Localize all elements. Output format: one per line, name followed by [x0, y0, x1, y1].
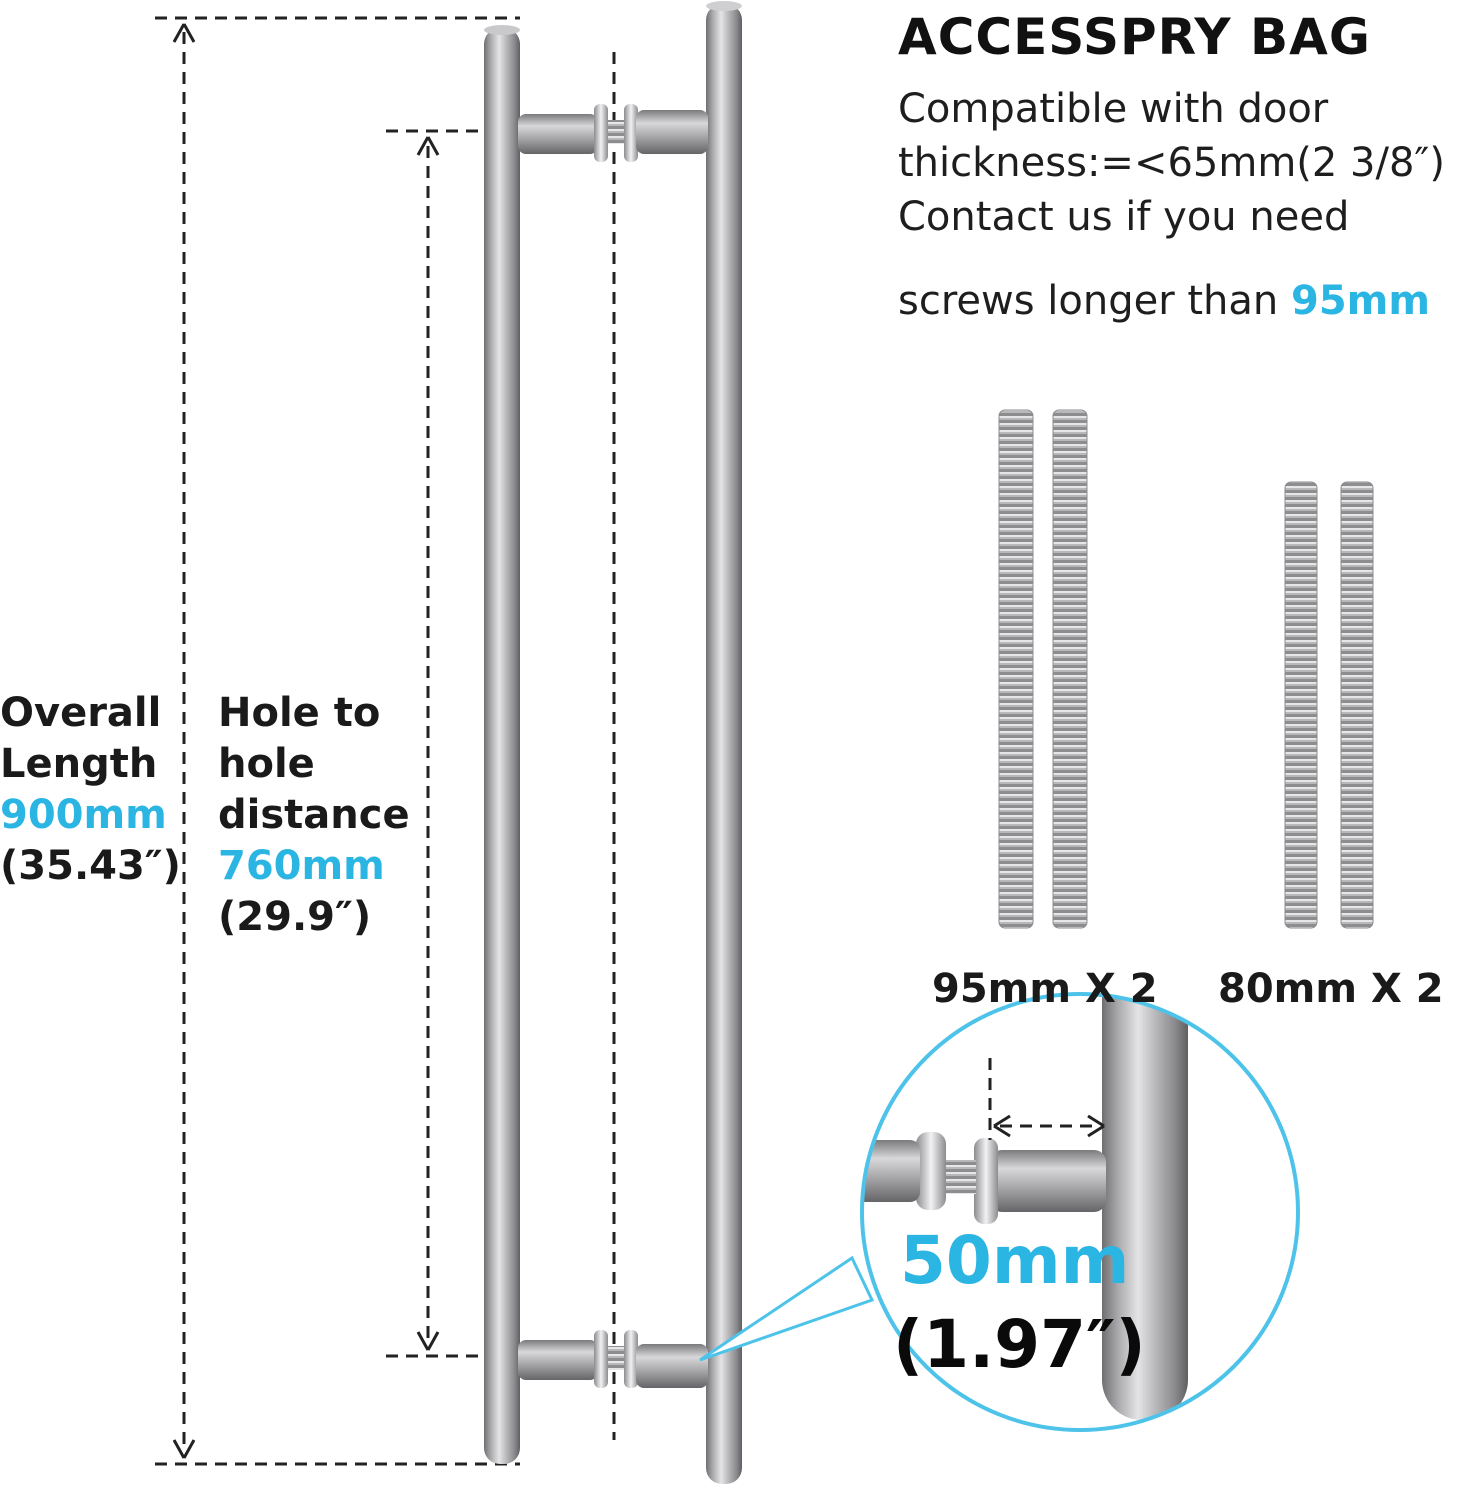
- screw-80mm-a: [1284, 481, 1318, 929]
- screw-95mm-label: 95mm X 2: [932, 966, 1158, 1012]
- hole-label-line-2: hole: [218, 741, 315, 787]
- handle-bar-left: [484, 25, 520, 1464]
- overall-length-dimension: [155, 16, 520, 1466]
- compatibility-line-1: Compatible with door: [898, 86, 1329, 132]
- standoff-length-inch: (1.97″): [893, 1306, 1146, 1383]
- zoom-callout: [699, 992, 1300, 1432]
- hole-distance-inch: (29.9″): [218, 894, 372, 940]
- hole-to-hole-label: Hole to hole distance 760mm (29.9″): [218, 688, 410, 943]
- hole-distance-mm: 760mm: [218, 843, 385, 889]
- contact-line-2-prefix: screws longer than: [898, 278, 1291, 324]
- standoff-bottom: [518, 1330, 708, 1388]
- overall-length-label: Overall Length 900mm (35.43″): [0, 688, 181, 892]
- handle-bar-right: [706, 1, 742, 1484]
- standoff-top: [518, 104, 708, 162]
- contact-line-1: Contact us if you need: [898, 194, 1350, 240]
- overall-length-mm: 900mm: [0, 792, 167, 838]
- standoff-length-mm: 50mm: [900, 1222, 1130, 1299]
- overall-label-line-2: Length: [0, 741, 158, 787]
- contact-screw-length: 95mm: [1291, 278, 1431, 324]
- screw-80mm-b: [1340, 481, 1374, 929]
- overall-length-inch: (35.43″): [0, 843, 181, 889]
- contact-line-2: screws longer than 95mm: [898, 274, 1430, 328]
- accessory-title: ACCESSPRY BAG: [898, 8, 1371, 66]
- screw-95mm-a: [998, 409, 1034, 929]
- screw-95mm-b: [1052, 409, 1088, 929]
- hole-label-line-1: Hole to: [218, 690, 381, 736]
- overall-label-line-1: Overall: [0, 690, 162, 736]
- compatibility-line-2: thickness:=<65mm(2 3/8″): [898, 140, 1445, 186]
- screw-80mm-label: 80mm X 2: [1218, 966, 1444, 1012]
- hole-label-line-3: distance: [218, 792, 410, 838]
